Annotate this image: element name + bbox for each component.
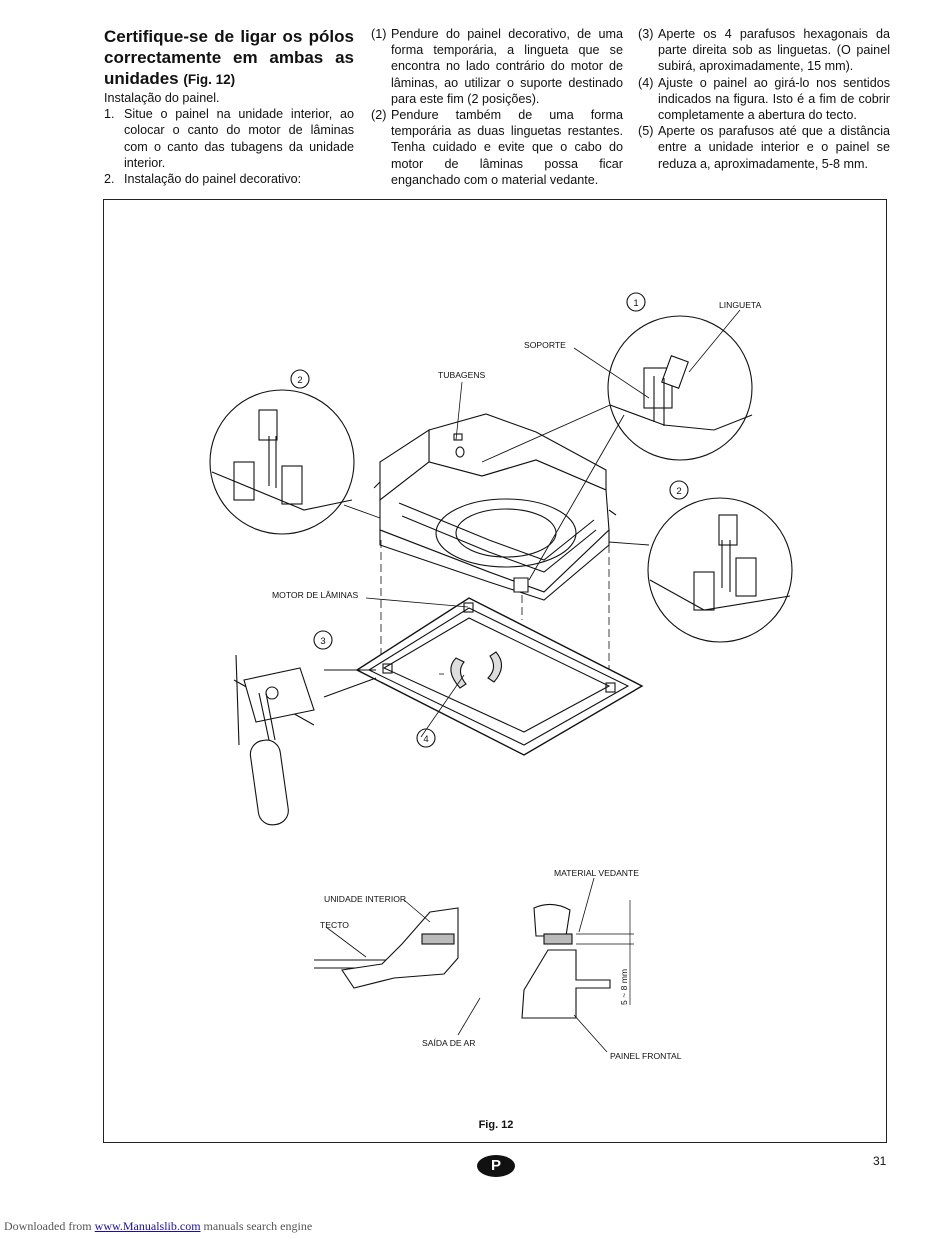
intro-text: Instalação do painel. [104,91,220,105]
section-left [314,907,459,989]
label-lingueta: LINGUETA [719,300,762,310]
label-tubagens: TUBAGENS [438,370,486,380]
detail-circle-1 [607,315,753,461]
figure-frame: 1 2 2 3 4 LINGUETA SOPORTE TUBAGENS MOTO… [103,199,887,1143]
text-column-2: (1) Pendure do painel decorativo, de uma… [371,26,623,188]
list-item: (1) Pendure do painel decorativo, de uma… [371,26,623,107]
callout-1 [626,292,646,312]
list-number: (5) [638,124,654,139]
callout-4-number: 4 [423,734,428,745]
language-badge: P [477,1155,515,1177]
list-item: (5) Aperte os parafusos até que a distân… [638,123,890,172]
label-saida-de-ar: SAÍDA DE AR [422,1038,476,1048]
installation-diagram: 1 2 2 3 4 LINGUETA SOPORTE TUBAGENS MOTO… [209,292,793,1131]
list-text: Ajuste o painel ao girá-lo nos sentidos … [658,75,890,123]
list-item: (2) Pendure também de uma forma temporár… [371,107,623,188]
callout-3-number: 3 [320,636,325,647]
screwdriver-detail [233,654,377,826]
detail-leader-lines [343,404,650,581]
list-number: (4) [638,75,654,90]
section-right [521,900,634,1019]
list-number: (1) [371,27,387,41]
footer-suffix: manuals search engine [203,1219,313,1233]
callout-2-left [290,369,310,389]
indoor-unit-drawing [373,413,617,601]
list-number: (3) [638,27,654,41]
list-text: Pendure também de uma forma temporária a… [391,108,623,187]
list-number: 1. [104,107,115,122]
manualslib-link[interactable]: www.Manualslib.com [94,1219,201,1233]
callout-2-left-number: 2 [297,375,302,386]
list-number: 2. [104,172,115,187]
label-dimension: 5 ~ 8 mm [619,969,629,1005]
label-motor-de-laminas: MOTOR DE LÂMINAS [272,590,359,600]
figure-caption: Fig. 12 [479,1119,514,1131]
list-text: Instalação do painel decorativo: [124,172,302,187]
callout-1-number: 1 [633,298,638,309]
list-item: (4) Ajuste o painel ao girá-lo nos senti… [638,75,890,124]
list-text: Situe o painel na unidade interior, ao c… [124,107,354,170]
heading-text: Certifique-se de ligar os pólos correcta… [104,27,354,88]
label-tecto: TECTO [320,920,349,930]
list-text: Aperte os 4 parafusos hexagonais da part… [658,27,890,74]
download-footer: Downloaded from www.Manualslib.com manua… [4,1219,312,1234]
section-heading: Certifique-se de ligar os pólos correcta… [104,26,354,90]
list-item: (3) Aperte os 4 parafusos hexagonais da … [638,26,890,75]
callout-2-right [669,480,689,500]
list-text: Aperte os parafusos até que a distância … [658,124,890,171]
list-text: Pendure do painel decorativo, de uma for… [391,27,623,106]
label-material-vedante: MATERIAL VEDANTE [554,868,639,878]
label-soporte: SOPORTE [524,340,566,350]
projection-lines [380,540,610,670]
list-item: 2. Instalação do painel decorativo: [104,171,354,187]
label-unidade-interior: UNIDADE INTERIOR [324,894,406,904]
list-item: 1. Situe o painel na unidade interior, a… [104,106,354,171]
text-column-3: (3) Aperte os 4 parafusos hexagonais da … [638,26,890,172]
detail-circle-2-left [209,389,355,535]
footer-prefix: Downloaded from [4,1219,92,1233]
callout-4 [416,728,436,748]
callout-2-right-number: 2 [676,486,681,497]
label-painel-frontal: PAINEL FRONTAL [610,1051,682,1061]
label-leaders [325,309,741,1053]
decorative-panel-drawing [355,597,644,756]
heading-figure-ref: (Fig. 12) [183,72,236,87]
list-number: (2) [371,108,387,123]
text-column-1: Certifique-se de ligar os pólos correcta… [104,26,354,187]
callout-3 [313,630,333,650]
page-number: 31 [873,1154,887,1168]
detail-circle-2-right [647,497,793,643]
